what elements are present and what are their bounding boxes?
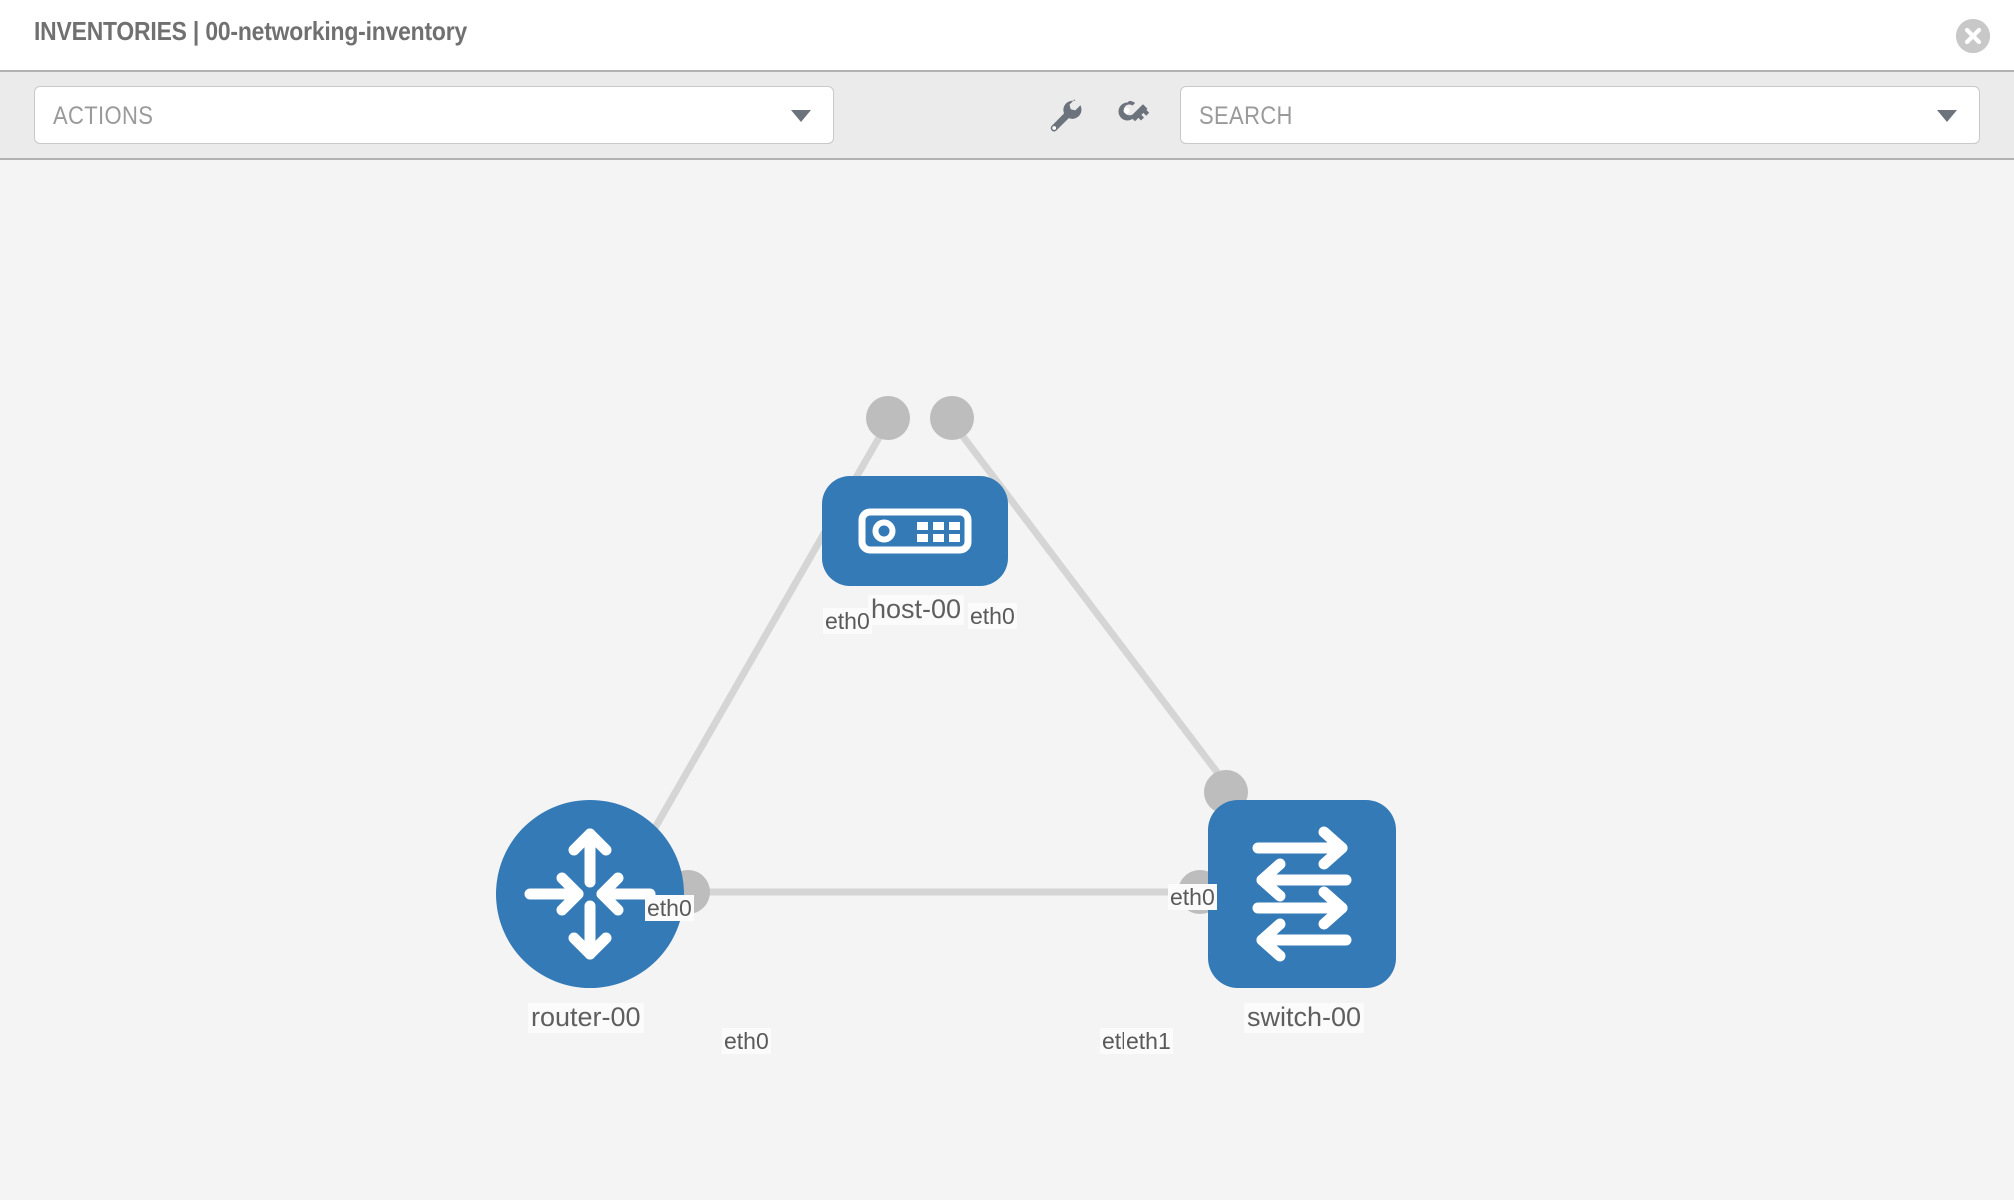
router-arrows-icon xyxy=(524,828,656,960)
topology-links xyxy=(644,419,1235,896)
port-host-right[interactable] xyxy=(930,396,974,440)
server-icon xyxy=(858,508,972,554)
actions-dropdown-label: ACTIONS xyxy=(53,102,154,130)
port-host-left[interactable] xyxy=(866,396,910,440)
actions-dropdown[interactable]: ACTIONS xyxy=(34,86,834,144)
chevron-down-icon xyxy=(791,110,811,122)
search-input[interactable]: SEARCH xyxy=(1180,86,1980,144)
page-title: INVENTORIES | 00-networking-inventory xyxy=(34,16,468,46)
edge-label-switch-up: eth0 xyxy=(1168,884,1217,911)
edge-label-router-right: eth0 xyxy=(722,1028,771,1055)
topology-canvas[interactable]: host-00 xyxy=(0,160,2014,1200)
chevron-down-icon[interactable] xyxy=(1937,110,1957,122)
key-icon[interactable] xyxy=(1110,94,1154,138)
node-switch-00[interactable] xyxy=(1208,800,1396,988)
search-placeholder: SEARCH xyxy=(1199,102,1293,130)
node-label-router-00: router-00 xyxy=(528,1002,644,1033)
switch-arrows-icon xyxy=(1252,826,1352,962)
node-router-00[interactable] xyxy=(496,800,684,988)
edge-label-host-left: eth0 xyxy=(823,608,872,635)
page-header: INVENTORIES | 00-networking-inventory xyxy=(0,0,2014,70)
wrench-icon[interactable] xyxy=(1042,94,1086,138)
edge-label-switch-left-b: eth1 xyxy=(1124,1028,1173,1055)
node-label-switch-00: switch-00 xyxy=(1244,1002,1365,1033)
node-host-00[interactable] xyxy=(822,476,1008,586)
close-icon[interactable] xyxy=(1956,19,1990,53)
toolbar: ACTIONS SEARCH xyxy=(0,70,2014,160)
edge-label-router-up: eth0 xyxy=(645,895,694,922)
edge-label-host-right: eth0 xyxy=(968,603,1017,630)
node-label-host-00: host-00 xyxy=(868,594,965,625)
